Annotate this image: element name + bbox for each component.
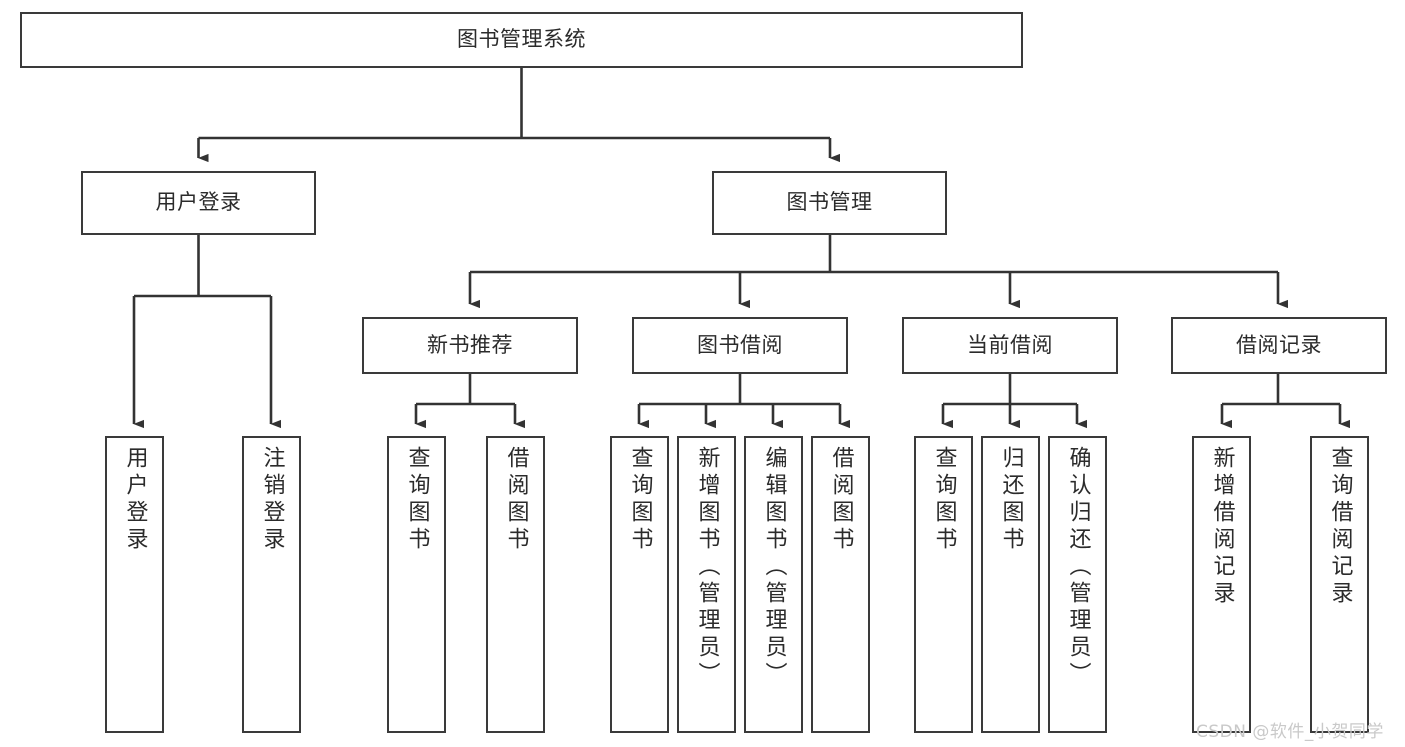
leaf-new-book-borrow-book[interactable]: 借阅图书 xyxy=(486,436,545,733)
node-user-login[interactable]: 用户登录 xyxy=(81,171,316,235)
leaf-book-borrow-add-book-admin-label: 新增图书（管理员） xyxy=(694,446,720,689)
leaf-new-book-query-book-label: 查询图书 xyxy=(404,446,430,554)
node-book-management[interactable]: 图书管理 xyxy=(712,171,947,235)
node-book-borrow[interactable]: 图书借阅 xyxy=(632,317,848,374)
leaf-book-borrow-edit-book-admin[interactable]: 编辑图书（管理员） xyxy=(744,436,803,733)
leaf-book-borrow-add-book-admin[interactable]: 新增图书（管理员） xyxy=(677,436,736,733)
leaf-book-borrow-query-book-label: 查询图书 xyxy=(627,446,653,554)
leaf-current-borrow-confirm-return-admin-label: 确认归还（管理员） xyxy=(1065,446,1091,689)
leaf-current-borrow-confirm-return-admin[interactable]: 确认归还（管理员） xyxy=(1048,436,1107,733)
node-current-borrow-label: 当前借阅 xyxy=(967,332,1053,357)
leaf-user-login-logout[interactable]: 注销登录 xyxy=(242,436,301,733)
leaf-borrow-record-query-record-label: 查询借阅记录 xyxy=(1327,446,1353,608)
leaf-book-borrow-edit-book-admin-label: 编辑图书（管理员） xyxy=(761,446,787,689)
leaf-user-login-login-label: 用户登录 xyxy=(122,446,148,554)
node-user-login-label: 用户登录 xyxy=(155,190,242,215)
leaf-current-borrow-return-book-label: 归还图书 xyxy=(998,446,1024,554)
csdn-watermark: CSDN @软件_小贺同学 xyxy=(1196,722,1384,742)
leaf-new-book-query-book[interactable]: 查询图书 xyxy=(387,436,446,733)
leaf-borrow-record-add-record-label: 新增借阅记录 xyxy=(1209,446,1235,608)
node-borrow-record-label: 借阅记录 xyxy=(1236,332,1322,357)
node-new-book-recommend[interactable]: 新书推荐 xyxy=(362,317,578,374)
node-new-book-recommend-label: 新书推荐 xyxy=(427,332,513,357)
leaf-book-borrow-borrow-book-label: 借阅图书 xyxy=(828,446,854,554)
node-borrow-record[interactable]: 借阅记录 xyxy=(1171,317,1387,374)
node-root-label: 图书管理系统 xyxy=(457,27,586,52)
leaf-new-book-borrow-book-label: 借阅图书 xyxy=(503,446,529,554)
leaf-current-borrow-query-book-label: 查询图书 xyxy=(931,446,957,554)
node-book-borrow-label: 图书借阅 xyxy=(697,332,783,357)
leaf-book-borrow-query-book[interactable]: 查询图书 xyxy=(610,436,669,733)
node-root-book-management-system[interactable]: 图书管理系统 xyxy=(20,12,1023,68)
leaf-current-borrow-return-book[interactable]: 归还图书 xyxy=(981,436,1040,733)
leaf-user-login-login[interactable]: 用户登录 xyxy=(105,436,164,733)
leaf-book-borrow-borrow-book[interactable]: 借阅图书 xyxy=(811,436,870,733)
leaf-borrow-record-query-record[interactable]: 查询借阅记录 xyxy=(1310,436,1369,733)
node-current-borrow[interactable]: 当前借阅 xyxy=(902,317,1118,374)
node-book-management-label: 图书管理 xyxy=(786,190,873,215)
leaf-borrow-record-add-record[interactable]: 新增借阅记录 xyxy=(1192,436,1251,733)
leaf-user-login-logout-label: 注销登录 xyxy=(259,446,285,554)
leaf-current-borrow-query-book[interactable]: 查询图书 xyxy=(914,436,973,733)
